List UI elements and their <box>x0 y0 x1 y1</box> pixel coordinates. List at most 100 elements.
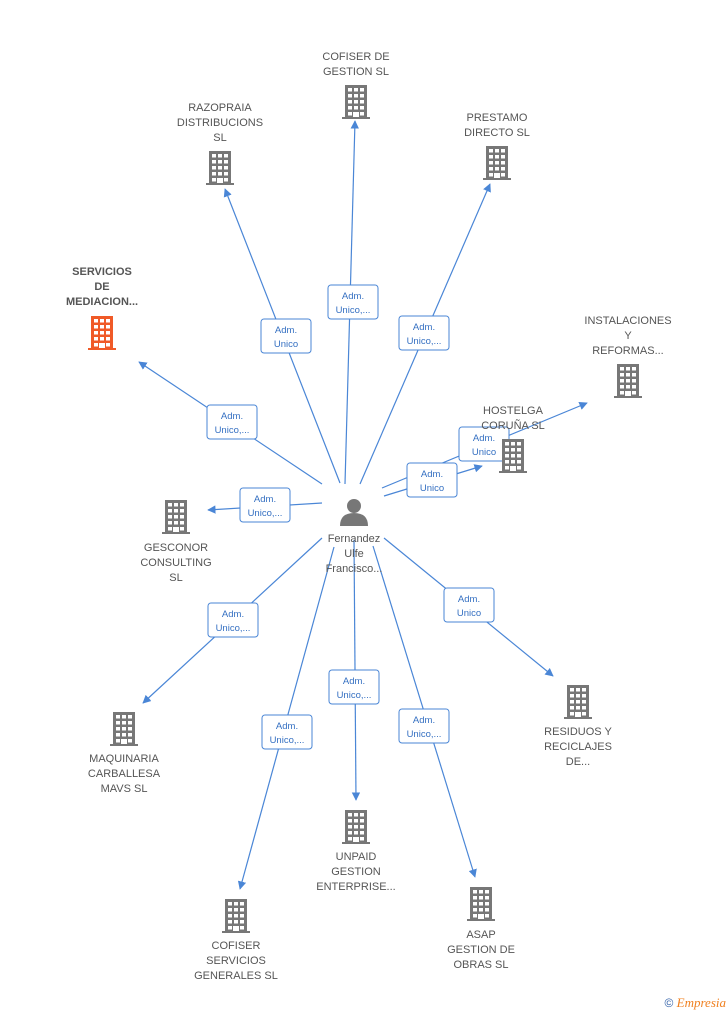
company-node-maquinaria[interactable]: MAQUINARIA CARBALLESA MAVS SL <box>88 712 161 795</box>
role-tag-text: Adm. <box>342 291 364 302</box>
company-label: MEDIACION... <box>66 296 138 308</box>
company-label: ASAP <box>466 929 495 941</box>
role-tag-text: Unico <box>420 483 444 494</box>
company-label: DIRECTO SL <box>464 127 530 139</box>
building-icon <box>614 364 642 398</box>
building-icon <box>162 500 190 534</box>
company-label: COFISER DE <box>322 51 389 63</box>
footer-brand[interactable]: © Empresia <box>664 995 726 1011</box>
company-label: ENTERPRISE... <box>316 881 395 893</box>
person-label: Ulfe <box>344 548 364 560</box>
role-tag-residuos[interactable]: Adm. Unico <box>443 587 495 623</box>
building-icon <box>88 316 116 350</box>
role-tag-text: Unico,... <box>407 729 442 740</box>
role-tag-asap[interactable]: Adm. Unico,... <box>398 708 450 744</box>
role-tag-maquinaria[interactable]: Adm. Unico,... <box>207 602 259 638</box>
role-tag-text: Adm. <box>473 433 495 444</box>
building-icon <box>206 151 234 185</box>
copyright-symbol: © <box>664 996 674 1010</box>
company-label: PRESTAMO <box>467 112 528 124</box>
company-node-instalaciones-reformas[interactable]: INSTALACIONES Y REFORMAS... <box>584 315 672 398</box>
company-label: INSTALACIONES <box>584 315 671 327</box>
nodes-layer: COFISER DE GESTION SL RAZOPRAIA DISTRIBUCIO… <box>66 51 672 982</box>
role-tag-text: Adm. <box>458 594 480 605</box>
company-label: SERVICIOS <box>206 955 266 967</box>
building-icon <box>342 810 370 844</box>
company-node-servicios-mediacion[interactable]: SERVICIOS DE MEDIACION... <box>66 266 138 350</box>
role-tag-servicios-mediacion[interactable]: Adm. Unico,... <box>206 404 258 440</box>
role-tag-hostelga[interactable]: Adm. Unico <box>406 462 458 498</box>
role-tag-instalaciones-reformas[interactable]: Adm. Unico <box>458 426 510 462</box>
company-node-unpaid[interactable]: UNPAID GESTION ENTERPRISE... <box>316 810 396 893</box>
company-label: REFORMAS... <box>592 345 664 357</box>
role-tag-text: Unico,... <box>215 425 250 436</box>
role-tag-text: Adm. <box>275 325 297 336</box>
company-label: DE <box>94 281 109 293</box>
role-tag-text: Unico <box>472 447 496 458</box>
role-tag-text: Unico,... <box>270 735 305 746</box>
role-tag-text: Adm. <box>276 721 298 732</box>
role-tag-text: Adm. <box>343 676 365 687</box>
company-node-residuos[interactable]: RESIDUOS Y RECICLAJES DE... <box>544 685 612 768</box>
person-label: Francisco... <box>326 563 383 575</box>
person-label: Fernandez <box>328 533 381 545</box>
company-node-asap[interactable]: ASAP GESTION DE OBRAS SL <box>447 887 515 971</box>
company-label: DE... <box>566 756 590 768</box>
company-label: GESTION <box>331 866 381 878</box>
company-label: CORUÑA SL <box>481 419 545 432</box>
brand-logo: Empresia <box>676 995 726 1010</box>
company-label: GENERALES SL <box>194 970 278 982</box>
role-tag-text: Unico,... <box>216 623 251 634</box>
role-tag-text: Unico <box>457 608 481 619</box>
company-label: SERVICIOS <box>72 266 132 278</box>
role-tag-gesconor[interactable]: Adm. Unico,... <box>239 487 291 523</box>
role-tag-text: Unico,... <box>248 508 283 519</box>
role-tag-text: Adm. <box>421 469 443 480</box>
company-label: RECICLAJES <box>544 741 612 753</box>
building-icon <box>467 887 495 921</box>
building-icon <box>110 712 138 746</box>
company-label: MAVS SL <box>101 783 148 795</box>
role-tag-text: Unico,... <box>337 690 372 701</box>
company-node-prestamo-directo[interactable]: PRESTAMO DIRECTO SL <box>464 112 530 180</box>
role-tag-text: Adm. <box>222 609 244 620</box>
company-label: CARBALLESA <box>88 768 161 780</box>
role-tag-razopraia[interactable]: Adm. Unico <box>260 318 312 354</box>
role-tag-text: Adm. <box>413 715 435 726</box>
company-label: CONSULTING <box>140 557 211 569</box>
role-tag-cofiser-servicios[interactable]: Adm. Unico,... <box>261 714 313 750</box>
company-label: MAQUINARIA <box>89 753 159 765</box>
company-label: RESIDUOS Y <box>544 726 612 738</box>
company-label: GESCONOR <box>144 542 208 554</box>
company-label: GESTION DE <box>447 944 515 956</box>
building-icon <box>222 899 250 933</box>
company-label: SL <box>213 132 226 144</box>
building-icon <box>483 146 511 180</box>
role-tag-text: Unico,... <box>336 305 371 316</box>
company-label: DISTRIBUCIONS <box>177 117 263 129</box>
company-label: Y <box>624 330 632 342</box>
edges-layer: Adm.Unico,...Adm.UnicoAdm.Unico,...Adm.U… <box>138 120 588 890</box>
role-tag-text: Unico,... <box>407 336 442 347</box>
center-person[interactable]: FernandezUlfeFrancisco... <box>326 499 383 575</box>
role-tag-cofiser-gestion[interactable]: Adm. Unico,... <box>327 284 379 320</box>
company-label: OBRAS SL <box>453 959 508 971</box>
role-tag-text: Adm. <box>413 322 435 333</box>
role-tag-text: Unico <box>274 339 298 350</box>
role-tag-text: Adm. <box>221 411 243 422</box>
company-node-cofiser-gestion[interactable]: COFISER DE GESTION SL <box>322 51 390 119</box>
role-tag-text: Adm. <box>254 494 276 505</box>
company-node-razopraia[interactable]: RAZOPRAIA DISTRIBUCIONS SL <box>177 102 263 185</box>
role-tag-unpaid[interactable]: Adm. Unico,... <box>328 669 380 705</box>
company-node-gesconor[interactable]: GESCONOR CONSULTING SL <box>140 500 212 584</box>
company-label: RAZOPRAIA <box>188 102 252 114</box>
company-label: UNPAID <box>336 851 377 863</box>
person-icon <box>340 499 368 526</box>
company-label: GESTION SL <box>323 66 389 78</box>
role-tag-prestamo-directo[interactable]: Adm. Unico,... <box>398 315 450 351</box>
building-icon <box>342 85 370 119</box>
company-label: SL <box>169 572 182 584</box>
